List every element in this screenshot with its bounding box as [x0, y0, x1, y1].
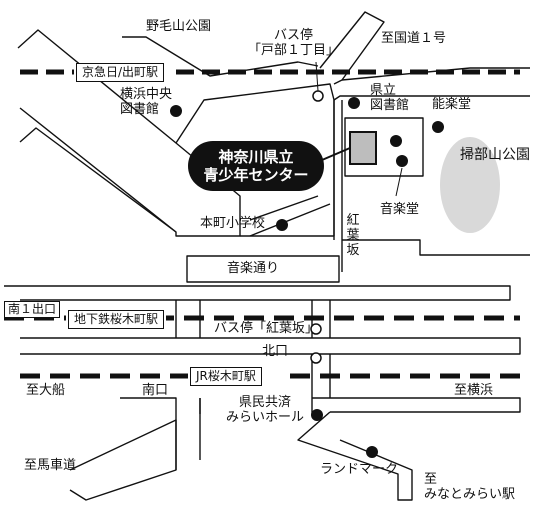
- road-momiji: [333, 100, 343, 272]
- prefectural-library-label: 県立 図書館: [370, 83, 410, 113]
- north-exit-label: 北口: [262, 344, 289, 359]
- markers: [170, 97, 444, 458]
- road-main-3: [120, 397, 201, 470]
- road-landmark: [297, 411, 413, 501]
- bus-stop-marker-north: [310, 352, 322, 364]
- to-yokohama-label: 至横浜: [454, 383, 494, 398]
- library-block: [344, 117, 424, 177]
- south-exit-label: 南口: [142, 383, 169, 398]
- road-school-diag: [249, 195, 331, 237]
- nogeyama-park-label: 野毛山公園: [146, 19, 212, 34]
- marker-kenmin-hall: [311, 409, 323, 421]
- yokohama-library-label: 横浜中央 図書館: [120, 87, 173, 117]
- marker-honcho-school: [276, 219, 288, 231]
- honcho-school-label: 本町小学校: [200, 216, 266, 231]
- kenmin-hall-label: 県民共済 みらいホール: [226, 395, 305, 425]
- road-diagonal-upper: [17, 29, 241, 237]
- kamonyama-park-label: 掃部山公園: [460, 147, 530, 163]
- music-hall-leader: [395, 167, 403, 197]
- road-right-top: [341, 67, 530, 81]
- facility-name-line2: 青少年センター: [203, 166, 309, 184]
- marker-landmark: [366, 446, 378, 458]
- subway-station-label: 地下鉄桜木町駅: [68, 310, 165, 329]
- ongaku-street-label: 音楽通り: [227, 261, 280, 276]
- marker-prefectural-library: [348, 97, 360, 109]
- ongaku-block: [186, 255, 340, 283]
- road-top-left: [122, 36, 319, 77]
- road-right-mid: [342, 239, 530, 256]
- marker-noh-theater: [432, 121, 444, 133]
- bus-stop-marker-tobe: [312, 90, 324, 102]
- roads: [4, 11, 530, 501]
- road-main-2: [20, 337, 521, 355]
- facility-callout: 神奈川県立 青少年センター: [188, 141, 324, 191]
- momiji-slope-label: 紅 葉 坂: [346, 213, 360, 258]
- road-top-inner: [175, 83, 335, 237]
- national-route-label: 至国道１号: [381, 31, 447, 46]
- marker-library-building: [390, 135, 402, 147]
- keikyu-station-label: 京急日/出町駅: [76, 63, 165, 82]
- bus-stop-marker-momiji: [310, 323, 322, 335]
- road-right-top-2: [333, 95, 530, 101]
- road-to-route1: [319, 11, 385, 85]
- to-basha-road-label: 至馬車道: [24, 458, 77, 473]
- to-ofuna-label: 至大船: [26, 383, 66, 398]
- kamonyama-park-area: [440, 137, 500, 233]
- bus-stop-tobe-label: バス停 「戸部１丁目」: [248, 28, 340, 58]
- landmark-label: ランドマーク: [320, 462, 399, 477]
- road-bottom-left: [69, 419, 177, 501]
- bus-stop-markers: [310, 90, 324, 364]
- road-main-4: [312, 397, 521, 413]
- road-diagonal-lower: [19, 127, 177, 233]
- road-main-1: [4, 285, 511, 301]
- music-hall-label: 音楽堂: [380, 202, 420, 217]
- south-exit-1-label: 南１出口: [4, 301, 61, 318]
- callout-pointer: [321, 147, 351, 161]
- facility-name-line1: 神奈川県立: [218, 148, 294, 166]
- marker-yokohama-library: [170, 105, 182, 117]
- marker-music-hall: [396, 155, 408, 167]
- noh-theater-label: 能楽堂: [432, 97, 472, 112]
- bus-stop-tobe-leader: [315, 61, 319, 92]
- jr-station-label: JR桜木町駅: [190, 367, 262, 386]
- to-minatomirai-label: 至 みなとみらい駅: [424, 472, 516, 502]
- bus-stop-momiji-label: バス停「紅葉坂」: [214, 321, 319, 336]
- facility-building: [349, 131, 377, 165]
